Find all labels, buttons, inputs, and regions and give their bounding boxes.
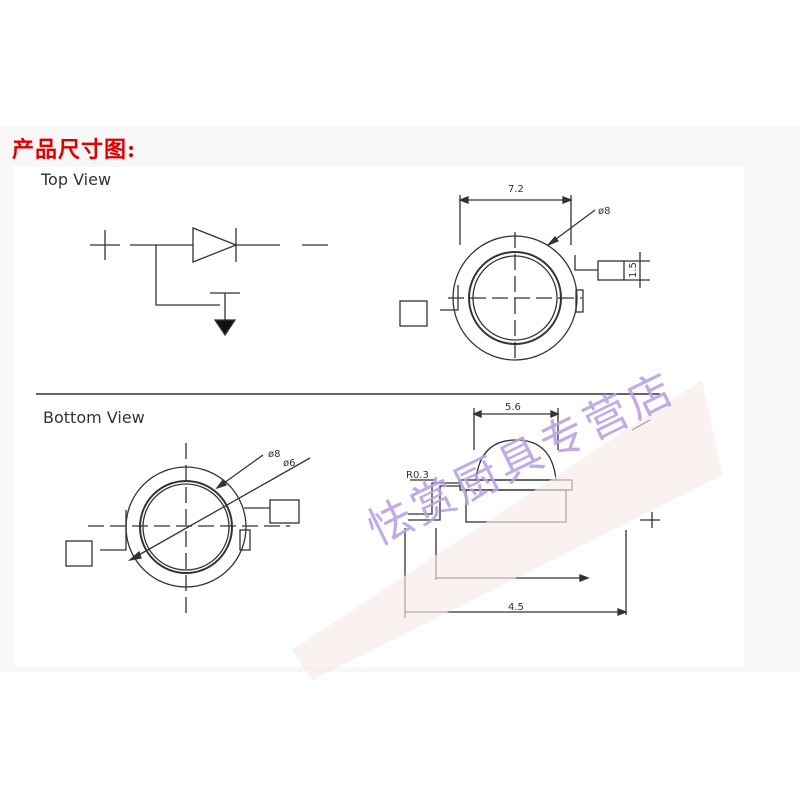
- watermark-panel: [292, 380, 722, 680]
- dim-radius: R0.3: [406, 470, 429, 481]
- diode-triangle: [192, 227, 238, 263]
- page-title: 产品尺寸图:: [12, 137, 137, 163]
- ground-arrow: [213, 319, 237, 337]
- led-top-view: [399, 195, 650, 364]
- diode-schematic: [90, 227, 328, 337]
- dim-bottom-diameter-inner: ø6: [283, 458, 295, 469]
- lens-dome: [475, 439, 557, 481]
- dim-lens-width: 5.6: [505, 402, 521, 413]
- dim-bottom-diameter-outer: ø8: [268, 449, 280, 460]
- dim-pad-height: 1.5: [628, 262, 639, 278]
- top-view-label: Top View: [41, 170, 112, 189]
- drawing-area: [14, 167, 744, 667]
- dim-top-diameter: ø8: [598, 206, 610, 217]
- led-bottom-view: [65, 443, 311, 615]
- dim-top-width: 7.2: [508, 184, 524, 195]
- dim-length-partial: 4.5: [508, 602, 524, 613]
- bottom-view-label: Bottom View: [43, 408, 145, 427]
